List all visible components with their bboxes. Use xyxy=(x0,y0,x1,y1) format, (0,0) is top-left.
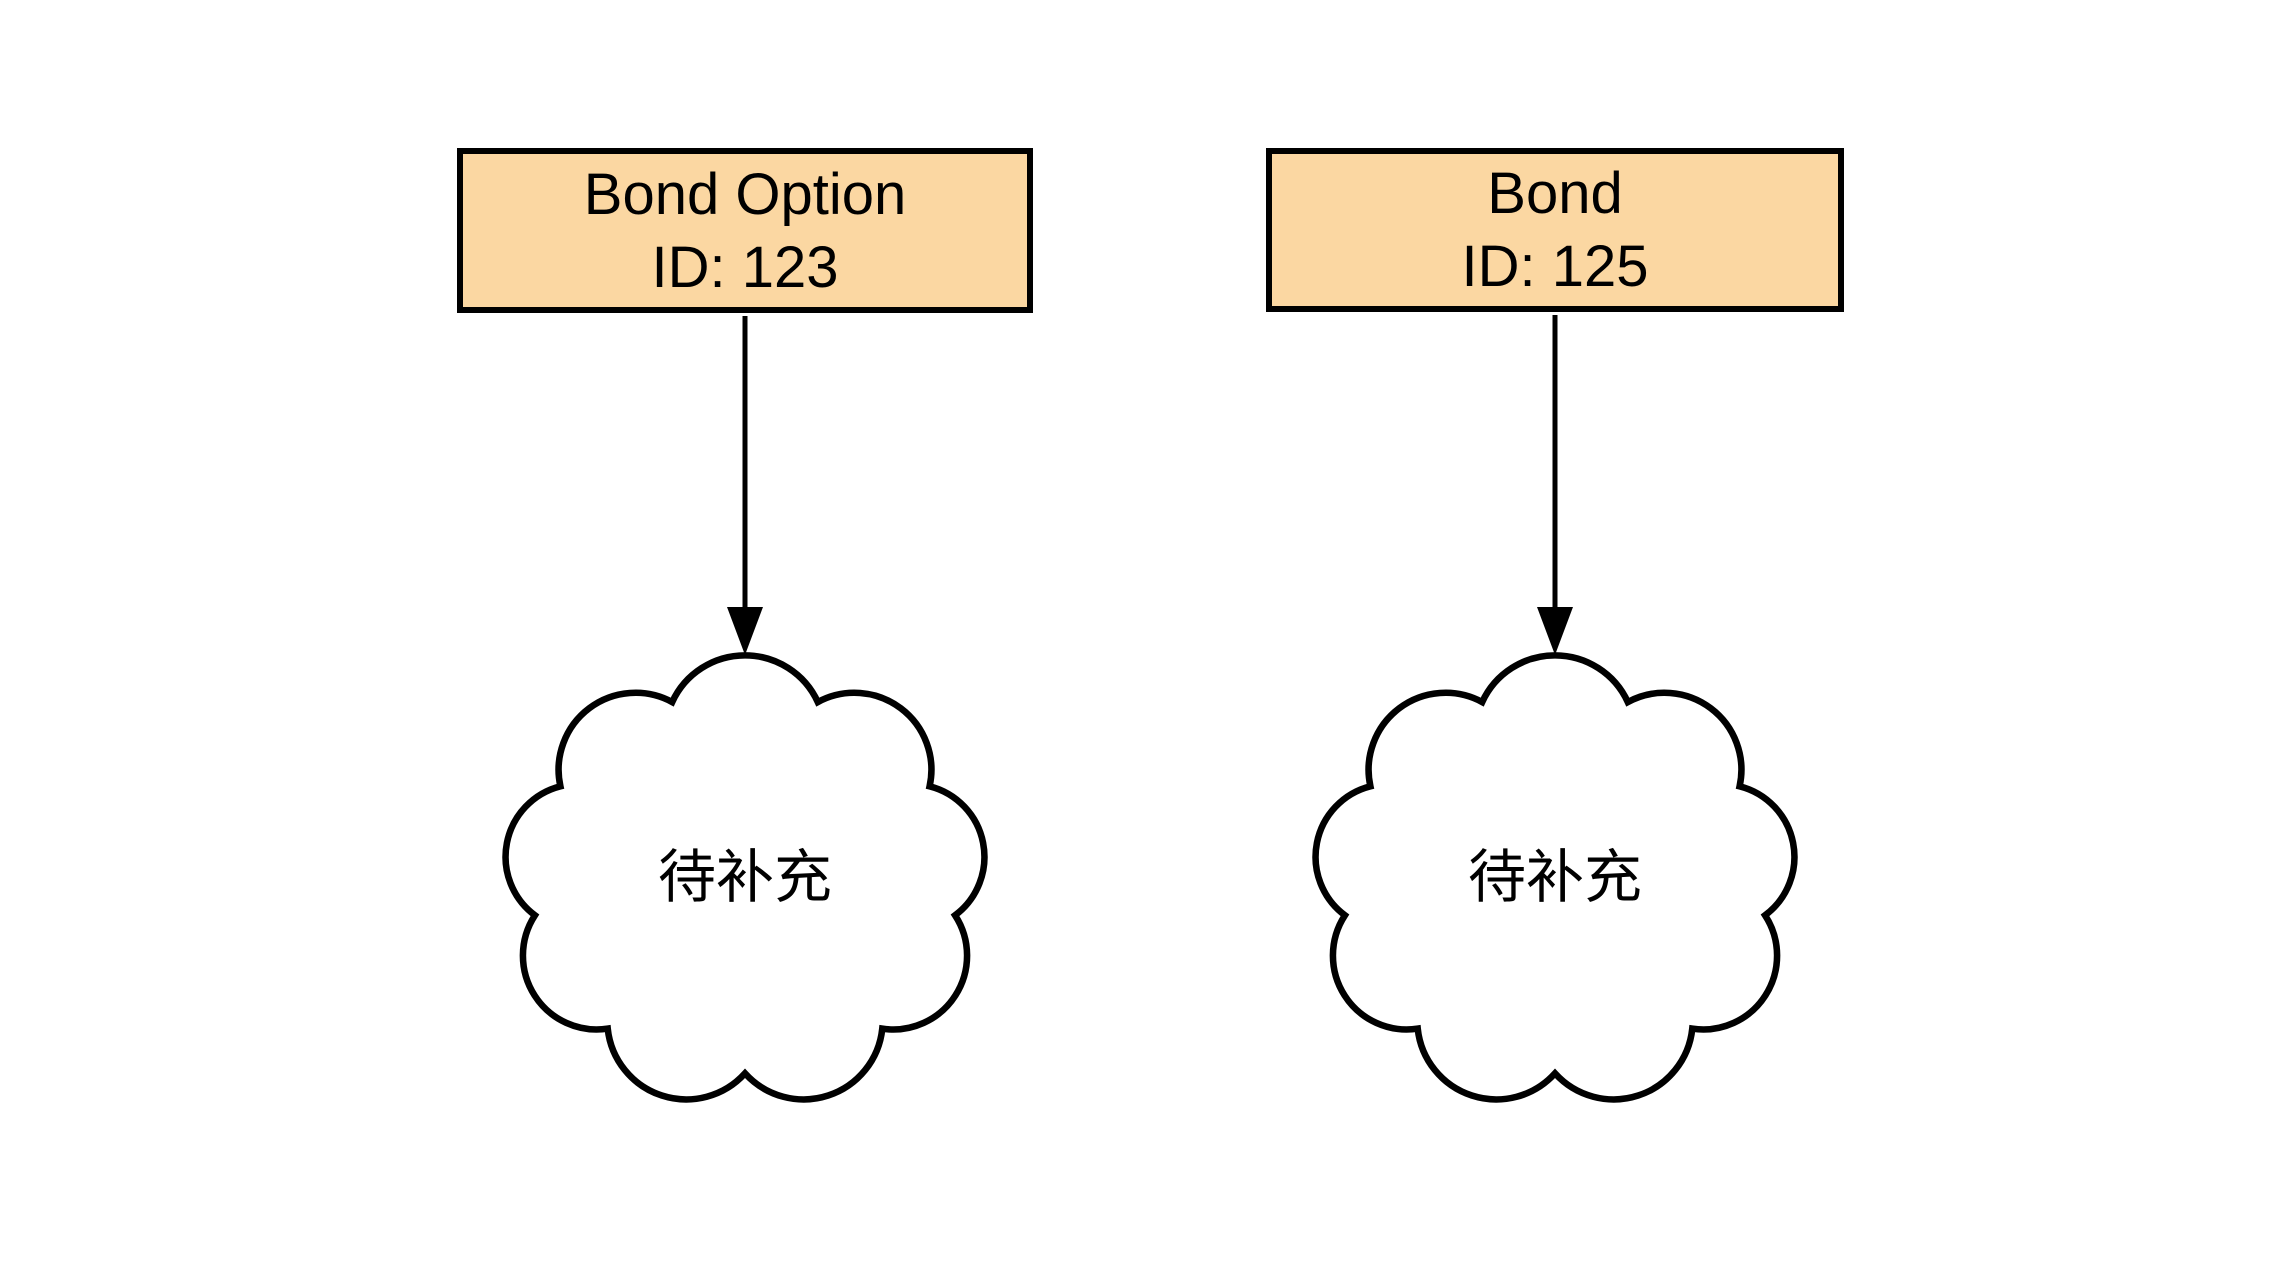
cloud-shape-2 xyxy=(1312,652,1798,1103)
node-title: Bond Option xyxy=(583,161,907,227)
node-title: Bond xyxy=(1487,161,1623,226)
connector-bond-to-cloud xyxy=(1537,315,1573,655)
arrow-head-icon xyxy=(1537,607,1573,655)
cloud-placeholder-label-2: 待补充 xyxy=(1467,845,1642,910)
node-id-text: ID: 123 xyxy=(651,234,839,300)
connector-bond-option-to-cloud xyxy=(727,316,763,655)
arrow-head-icon xyxy=(727,607,763,655)
node-box-bond: Bond ID: 125 xyxy=(1266,148,1844,312)
node-id-text: ID: 125 xyxy=(1461,234,1649,299)
cloud-placeholder-label-1: 待补充 xyxy=(657,845,832,910)
node-box-bond-option: Bond Option ID: 123 xyxy=(457,148,1033,313)
cloud-shape-1 xyxy=(502,652,988,1103)
